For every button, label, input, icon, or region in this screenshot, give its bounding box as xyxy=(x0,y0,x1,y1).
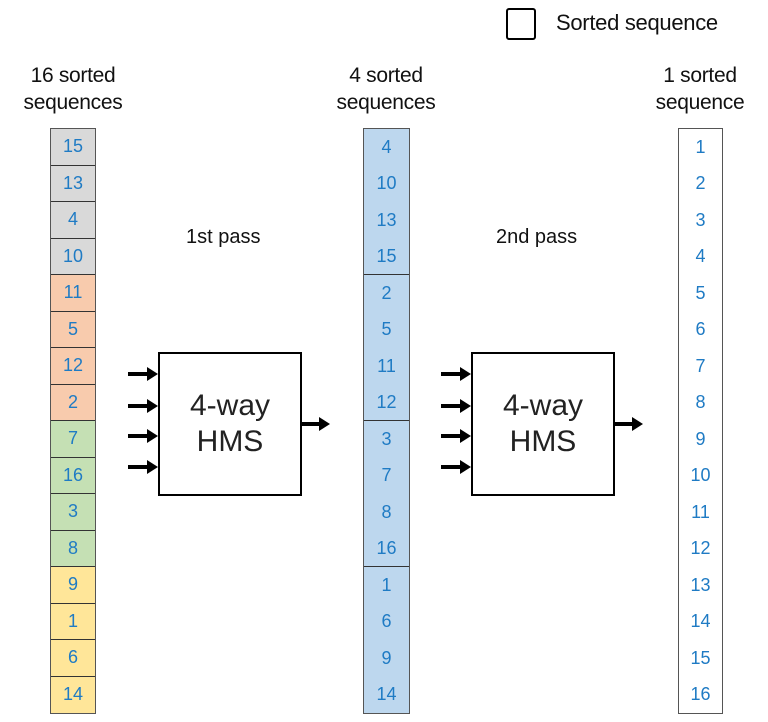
input-arrow-icon xyxy=(128,460,158,474)
input-arrow-icon xyxy=(441,460,471,474)
right-column-title: 1 sorted sequence xyxy=(635,62,765,116)
sequence-cell: 13 xyxy=(690,574,711,595)
merger-label-line1: 4-way xyxy=(189,389,271,422)
sequence-cell: 12 xyxy=(51,348,95,385)
sequence-cell: 5 xyxy=(695,282,706,303)
merger-label-line2: HMS xyxy=(509,425,577,458)
sequence-cell: 1 xyxy=(381,574,392,595)
sequence-cell: 11 xyxy=(691,501,710,522)
output-arrow-icon xyxy=(615,417,643,431)
output-arrow-icon xyxy=(302,417,330,431)
sequence-cell: 2 xyxy=(381,282,392,303)
sequence-cell: 15 xyxy=(364,239,409,275)
second-pass-label: 2nd pass xyxy=(496,226,578,248)
sequence-cell: 6 xyxy=(695,319,706,340)
sequence-cell: 1 xyxy=(695,136,706,157)
sequence-cell: 16 xyxy=(51,457,95,494)
input-arrow-icon xyxy=(441,429,471,443)
sequence-cell: 16 xyxy=(690,684,711,705)
sequence-cell: 13 xyxy=(376,209,397,230)
sequence-cell: 9 xyxy=(381,647,392,668)
sequence-cell: 15 xyxy=(51,129,95,166)
merger-label-line2: HMS xyxy=(196,425,264,458)
right-title-line2: sequence xyxy=(655,91,745,114)
sequence-cell: 7 xyxy=(381,465,392,486)
sequence-cell: 14 xyxy=(690,611,711,632)
left-title-line1: 16 sorted xyxy=(30,64,116,87)
sequence-cell: 11 xyxy=(377,355,396,376)
legend-label: Sorted sequence xyxy=(556,10,718,35)
middle-column-title: 4 sorted sequences xyxy=(321,62,451,116)
sequence-cell: 6 xyxy=(51,640,95,677)
sequence-cell: 8 xyxy=(51,530,95,567)
sequence-cell: 4 xyxy=(695,246,706,267)
sequence-cell: 3 xyxy=(51,494,95,531)
sequence-cell: 14 xyxy=(376,684,397,705)
sequence-cell: 3 xyxy=(695,209,706,230)
sequence-cell: 4 xyxy=(381,136,392,157)
merger-label-line1: 4-way xyxy=(502,389,584,422)
input-arrow-icon xyxy=(128,399,158,413)
sequence-cell: 8 xyxy=(695,392,706,413)
sequence-cell: 11 xyxy=(51,275,95,312)
sequence-cell: 9 xyxy=(51,567,95,604)
sequence-cell: 7 xyxy=(695,355,706,376)
sequence-cell: 4 xyxy=(51,202,95,239)
first-pass-label: 1st pass xyxy=(186,226,261,248)
input-arrow-icon xyxy=(128,367,158,381)
second-pass-hms-merger: 4-way HMS xyxy=(471,352,615,496)
sequence-cell: 15 xyxy=(690,647,711,668)
sequence-cell: 13 xyxy=(51,165,95,202)
sequence-cell: 7 xyxy=(51,421,95,458)
sequence-cell: 3 xyxy=(381,428,392,449)
left-title-line2: sequences xyxy=(23,91,123,114)
right-title-line1: 1 sorted xyxy=(663,64,737,87)
sequence-cell: 9 xyxy=(695,428,706,449)
sequence-cell: 5 xyxy=(51,311,95,348)
sequence-cell: 1 xyxy=(51,603,95,640)
sequence-cell: 2 xyxy=(695,173,706,194)
sequence-cell: 10 xyxy=(51,238,95,275)
sequence-cell: 12 xyxy=(690,538,711,559)
input-arrow-icon xyxy=(441,367,471,381)
middle-title-line1: 4 sorted xyxy=(349,64,423,87)
sequence-cell: 14 xyxy=(51,676,95,713)
sequence-cell: 6 xyxy=(381,611,392,632)
legend-sorted-sequence-icon xyxy=(506,8,536,40)
sequence-cell: 8 xyxy=(381,501,392,522)
sequence-cell: 2 xyxy=(51,384,95,421)
sequence-cell: 5 xyxy=(381,319,392,340)
middle-title-line2: sequences xyxy=(336,91,436,114)
left-column-title: 16 sorted sequences xyxy=(8,62,138,116)
sequence-cell: 16 xyxy=(364,531,409,567)
sequence-cell: 12 xyxy=(364,385,409,421)
sequence-cell: 10 xyxy=(690,465,711,486)
input-arrow-icon xyxy=(128,429,158,443)
sequence-cell: 10 xyxy=(376,173,397,194)
input-arrow-icon xyxy=(441,399,471,413)
first-pass-hms-merger: 4-way HMS xyxy=(158,352,302,496)
